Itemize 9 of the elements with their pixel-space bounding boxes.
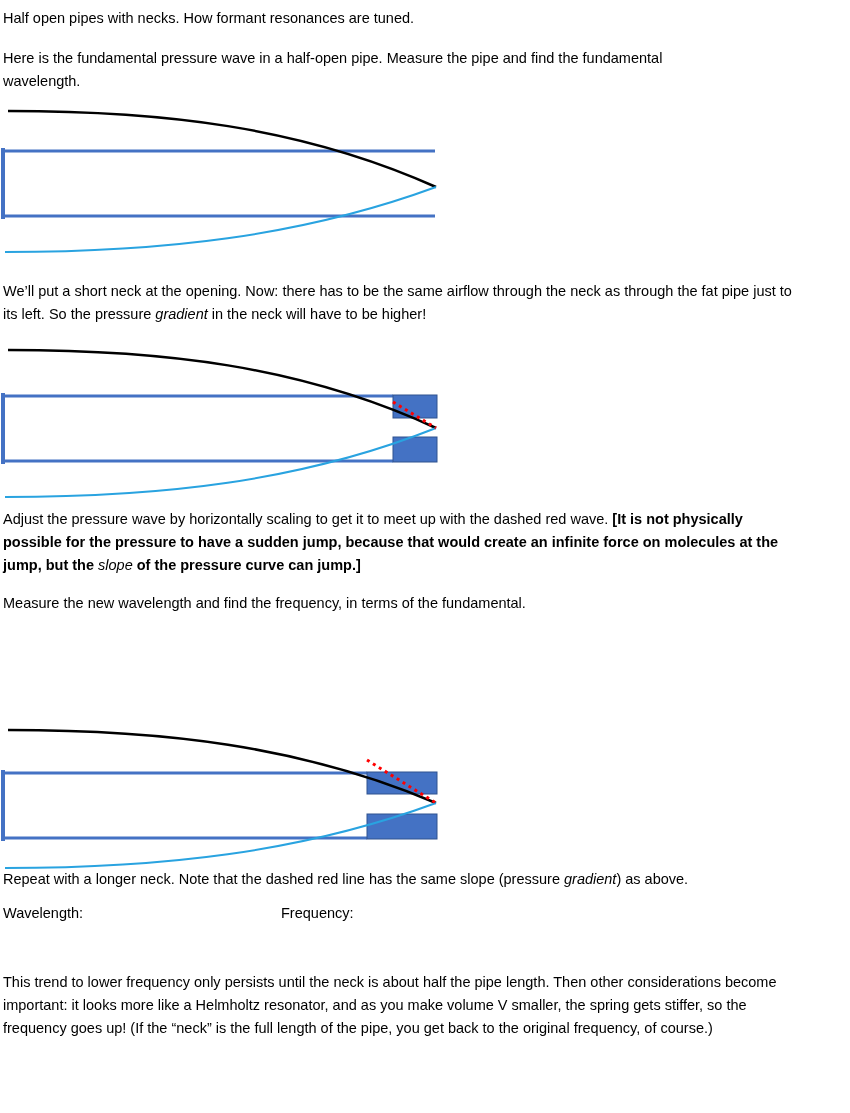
title-text: Half open pipes with necks. How formant resonances are tuned. [3,9,415,28]
instruction-paragraph: This trend to lower frequency only persists until the neck is about half the pipe length. Then other considerations become important: it looks more like a Helmholtz resonator, and as you make volume V smaller, the spring gets stiffer, so the frequency goes up! (If the “neck” is the full length of the pipe, you get back to the original frequency, of course.) [3,973,778,1038]
instruction-paragraph: We’ll put a short neck at the opening. Now: there has to be the same airflow through the neck as through the fat pipe just to its left. So the pressure gradient in the neck will have to be higher! [3,282,793,324]
instruction-paragraph: Here is the fundamental pressure wave in a half-open pipe. Measure the pipe and find the fundamental wavelength. [3,49,664,91]
answer-prompt: Frequency: [281,904,354,923]
instruction-paragraph: Measure the new wavelength and find the frequency, in terms of the fundamental. [3,594,527,613]
instruction-paragraph: Adjust the pressure wave by horizontally scaling to get it to meet up with the dashed red wave. [It is not physically possible for the pressure to have a sudden jump, because that would create an infinite force on molecules at the jump, but the slope of the pressure curve can jump.] [3,510,780,575]
answer-prompt: Wavelength: [3,904,84,923]
instruction-paragraph: Repeat with a longer neck. Note that the dashed red line has the same slope (pressure gradient) as above. [3,870,690,889]
